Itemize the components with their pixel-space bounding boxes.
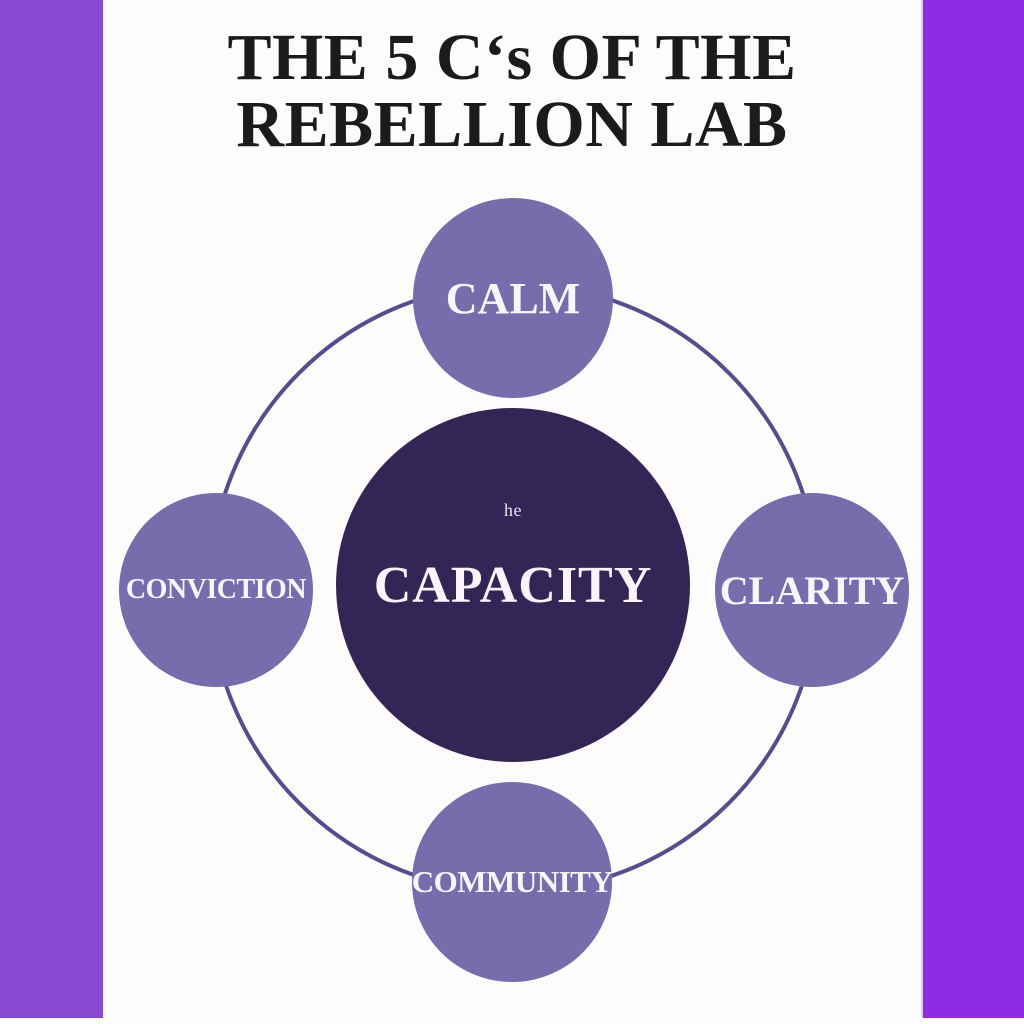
- node-conviction-label: CONVICTION: [125, 574, 307, 605]
- title-line-2: REBELLION LAB: [236, 88, 788, 161]
- center-overline-text: he: [504, 500, 522, 520]
- left-border-bar: [0, 0, 103, 1018]
- node-clarity-label: CLARITY: [719, 567, 905, 613]
- node-capacity: he CAPACITY: [336, 408, 690, 762]
- node-calm: CALM: [413, 198, 613, 398]
- title-line-1: THE 5 C‘s OF THE: [227, 21, 797, 94]
- center-circle-label: CAPACITY: [373, 556, 653, 614]
- right-border-bar: [921, 0, 1024, 1018]
- node-community: COMMUNITY: [411, 782, 613, 982]
- node-conviction: CONVICTION: [119, 493, 313, 687]
- node-community-label: COMMUNITY: [411, 864, 613, 899]
- node-calm-label: CALM: [445, 273, 581, 323]
- page-title: THE 5 C‘s OF THE REBELLION LAB: [103, 24, 921, 158]
- node-clarity: CLARITY: [715, 493, 909, 687]
